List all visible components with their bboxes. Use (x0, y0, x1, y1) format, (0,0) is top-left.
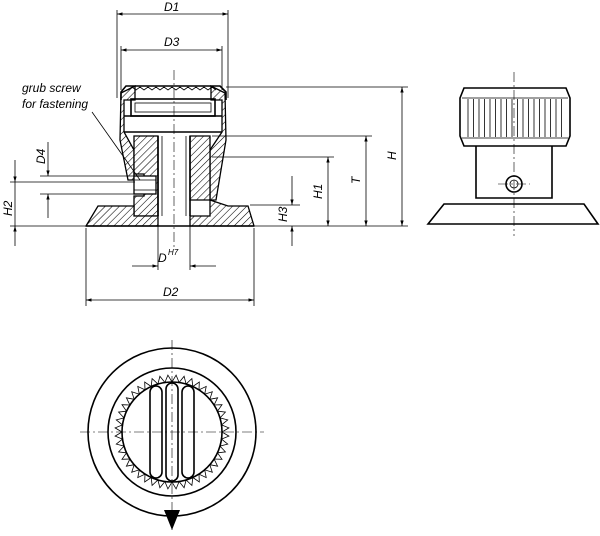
h-label: H (385, 151, 399, 160)
cap-insert (130, 98, 216, 117)
section-view (84, 70, 255, 250)
cap-top-outline (120, 85, 227, 100)
grub-screw-note-line1: grub screw (22, 81, 82, 95)
side-base (426, 203, 600, 225)
dimensions: D1 D3 H T H1 H3 H2 D (1, 0, 408, 306)
cap-right-hatch (209, 84, 227, 201)
base-flange-right (189, 199, 255, 227)
side-view (426, 72, 600, 236)
d3-label: D3 (164, 35, 180, 49)
side-knob-ribs (467, 99, 562, 137)
side-knob-body (459, 87, 571, 147)
shaft-right-hatch (189, 135, 211, 201)
d2-label: D2 (163, 285, 179, 299)
d1-label: D1 (164, 0, 179, 14)
plan-view (80, 340, 264, 530)
cap-insert-inner (134, 102, 212, 113)
knurl-top (127, 86, 217, 91)
d-label: D (158, 251, 167, 265)
cap-left-hatch (119, 84, 136, 181)
grub-screw (133, 175, 157, 195)
d4-label: D4 (34, 148, 48, 164)
d-tolerance: H7 (168, 248, 179, 257)
h1-label: H1 (311, 184, 325, 199)
grub-screw-leader (91, 111, 141, 181)
h3-label: H3 (276, 206, 290, 222)
grub-screw-note-line2: for fastening (22, 97, 88, 111)
t-label: T (349, 175, 363, 184)
h2-label: H2 (1, 200, 15, 216)
